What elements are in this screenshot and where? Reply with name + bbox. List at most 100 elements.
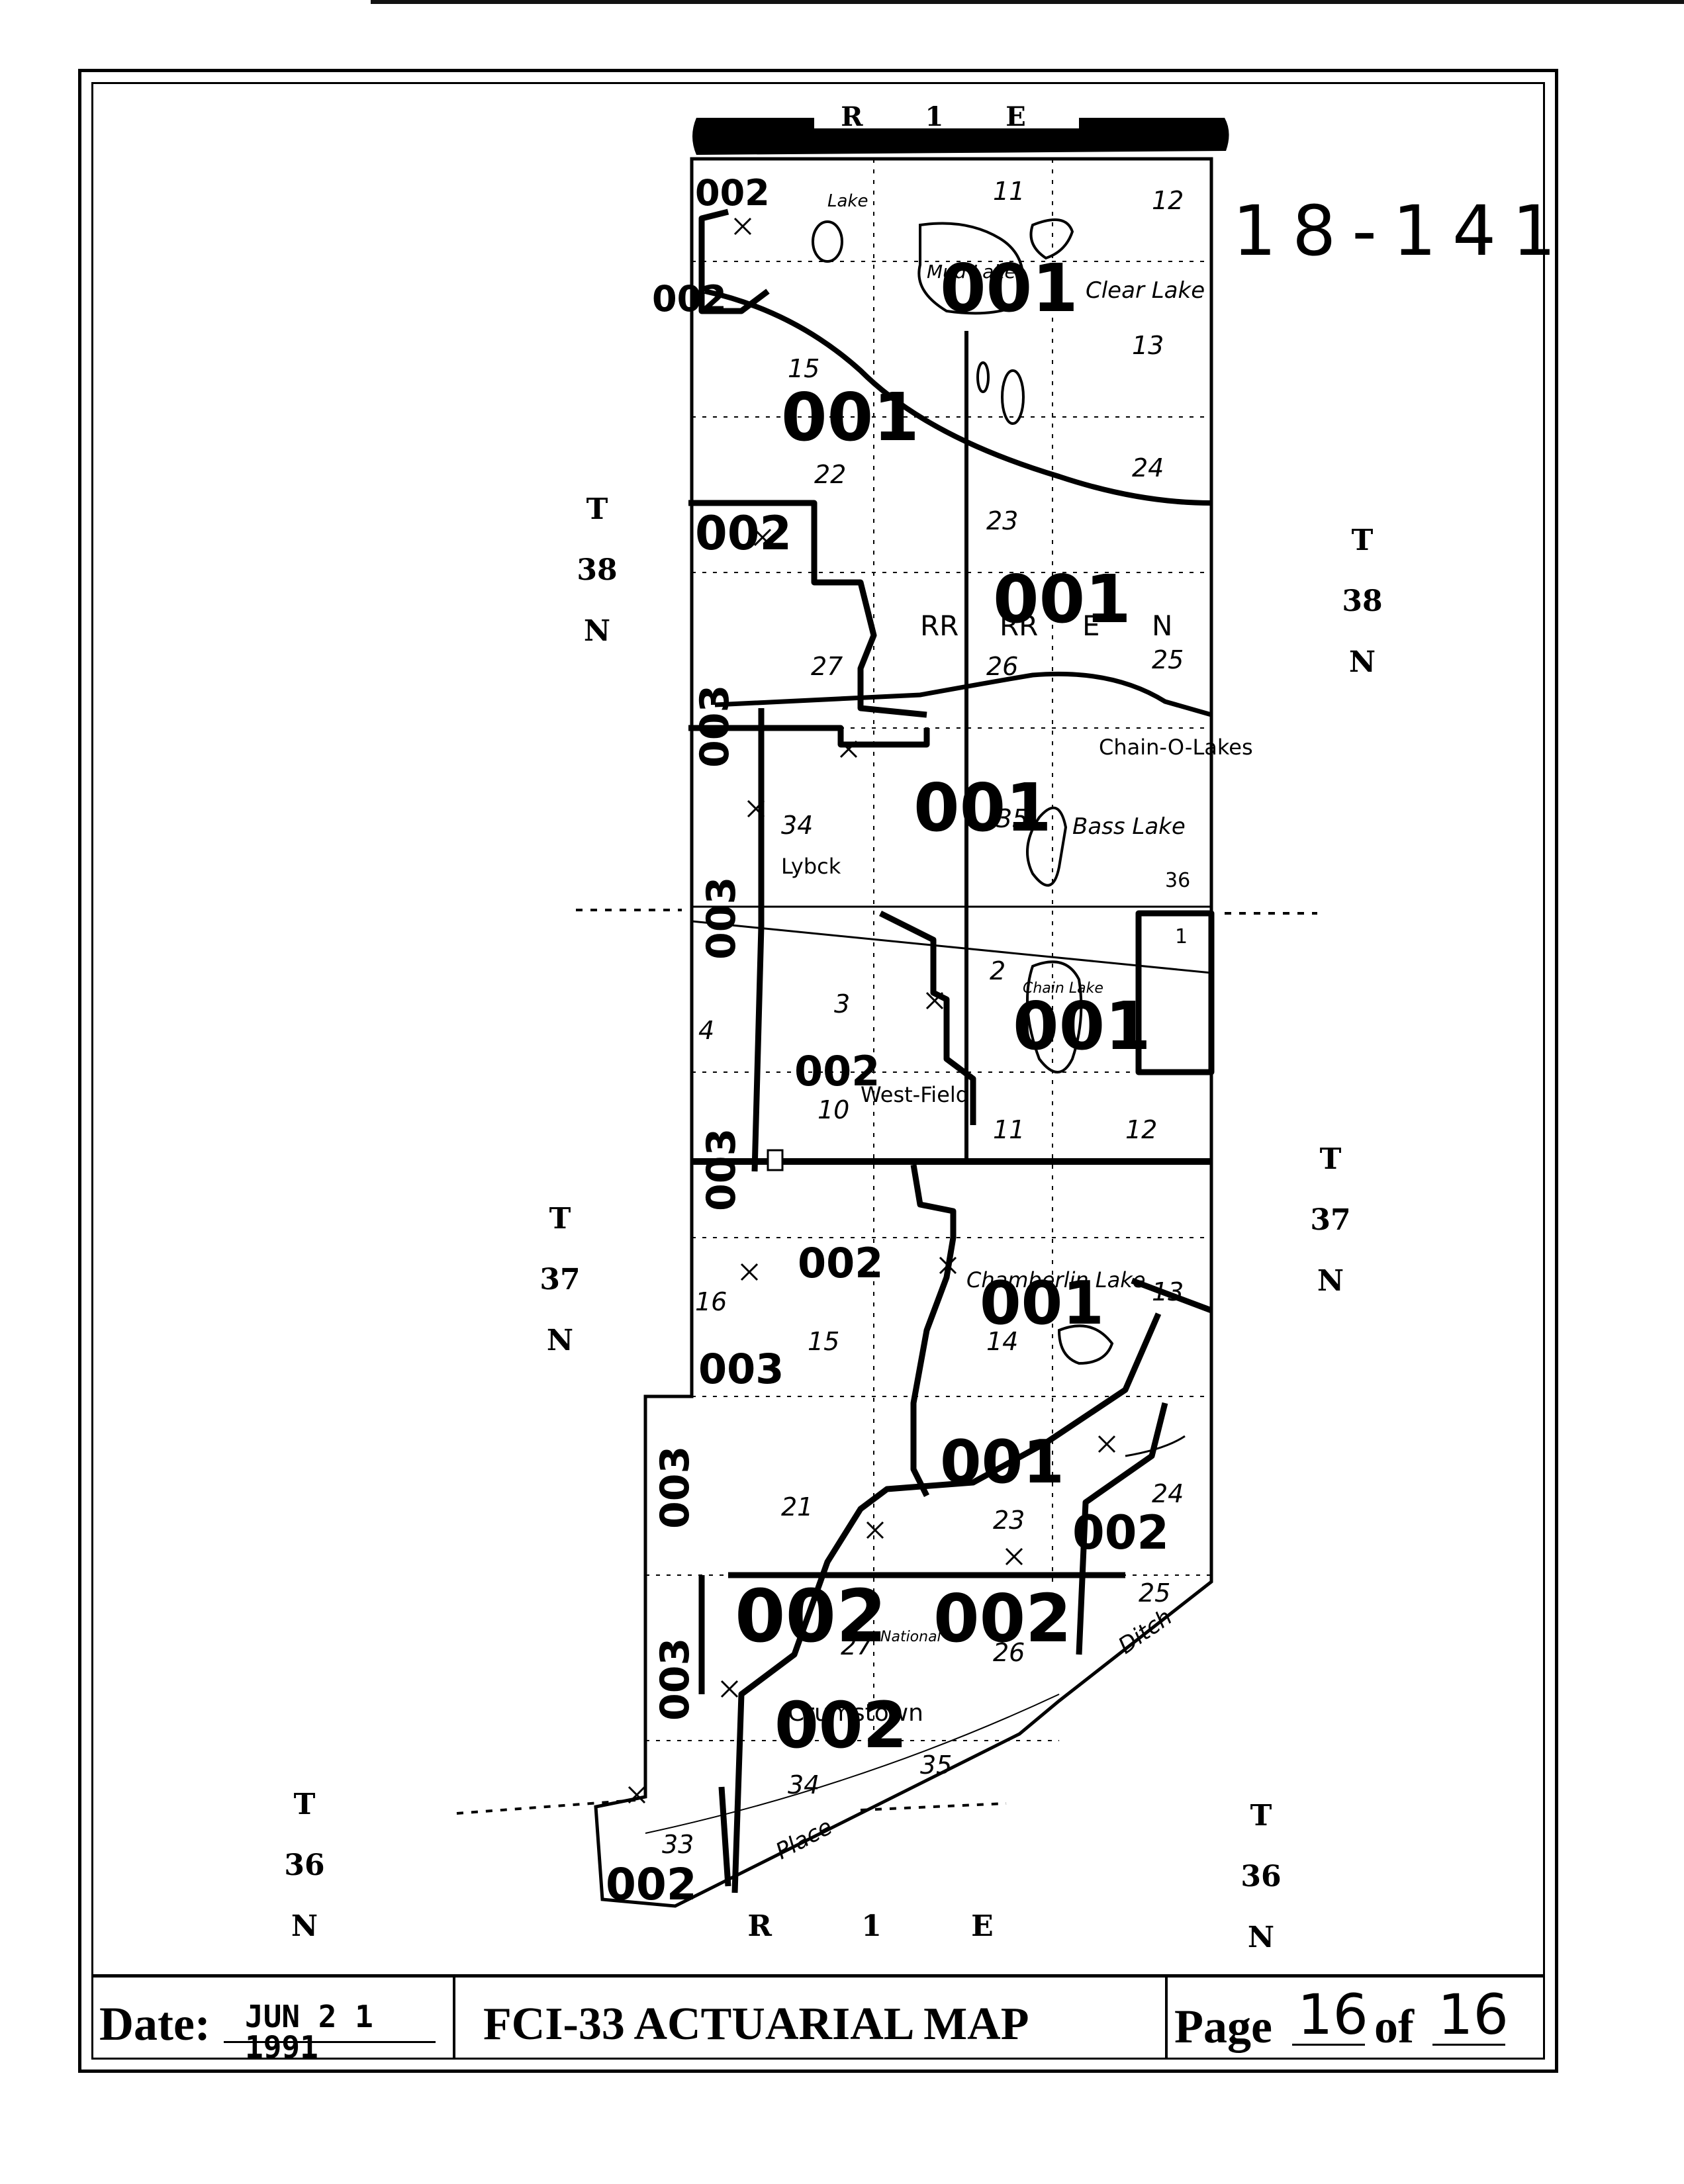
section-number: 11 [993, 1115, 1025, 1144]
date-underline [224, 2041, 436, 2043]
section-number: 34 [781, 811, 813, 840]
section-number: 11 [993, 177, 1025, 206]
section-number: 3 [834, 989, 850, 1019]
zone-code: 001 [993, 561, 1131, 638]
place-clear-lake: Clear Lake [1086, 277, 1205, 304]
page-label: Page [1174, 2000, 1272, 2053]
section-number: 15 [788, 354, 819, 383]
section-number: 23 [993, 1506, 1025, 1535]
township-number: 37 [1310, 1203, 1351, 1237]
township-number: 36 [284, 1848, 325, 1882]
title-block: Date: JUN 2 1 1991 FCI-33 ACTUARIAL MAP … [91, 1974, 1545, 2065]
section-number: 26 [993, 1638, 1025, 1667]
place-lake: Lake [827, 191, 868, 211]
zone-code: 002 [1072, 1506, 1169, 1560]
section-number: 1 [1175, 925, 1188, 948]
township-t: T [1319, 1142, 1342, 1176]
sheet-identifier: 18-141 [1233, 191, 1572, 271]
section-number: 23 [986, 506, 1018, 535]
section-number: 12 [1152, 186, 1184, 215]
zone-code: 002 [606, 1859, 697, 1910]
township-n: N [1317, 1264, 1344, 1298]
township-t: T [549, 1202, 571, 1236]
section-number: 13 [1152, 1277, 1184, 1306]
township-label-right-37: T 37 N [1291, 1145, 1370, 1296]
zone-code: 001 [781, 379, 919, 456]
section-number: 25 [1152, 645, 1184, 674]
place-place: Place [771, 1813, 837, 1865]
section-number: 16 [695, 1287, 727, 1316]
range-bottom-label: R 1 E [747, 1909, 1033, 1943]
zone-code: 003 [652, 1638, 698, 1721]
township-number: 37 [539, 1263, 581, 1297]
page-total: 16 [1438, 1982, 1509, 2047]
label-rr-1: RR [920, 610, 959, 642]
zone-code: 003 [698, 1345, 784, 1393]
zone-code: 001 [940, 1428, 1064, 1497]
outer-frame [78, 69, 1558, 2073]
place-bass-lake: Bass Lake [1072, 813, 1186, 840]
zone-code: 002 [933, 1580, 1072, 1657]
label-e: E [1082, 610, 1100, 642]
township-t: T [1250, 1799, 1272, 1833]
zone-code: 001 [1013, 987, 1151, 1065]
township-label-left-38: T 38 N [557, 495, 637, 646]
zone-code: 002 [774, 1688, 907, 1762]
page-of-label: of [1374, 2000, 1414, 2053]
township-n: N [546, 1324, 574, 1357]
place-chamberlin-lake: Chamberlin Lake [966, 1267, 1145, 1293]
zone-code: 003 [698, 1128, 745, 1211]
date-cell: Date: JUN 2 1 1991 [91, 1978, 455, 2065]
inner-frame [91, 82, 1545, 2060]
section-number: 35 [920, 1751, 952, 1780]
date-label: Date: [99, 1997, 210, 2050]
zone-codes: 002 002 001 001 002 001 001 003 003 001 … [606, 172, 1169, 1910]
section-number: 24 [1132, 453, 1164, 482]
township-n: N [583, 614, 611, 648]
zone-code: 003 [652, 1446, 698, 1529]
section-number: 10 [818, 1095, 849, 1124]
section-number: 33 [662, 1830, 694, 1859]
place-chain-o-lakes: Chain-O-Lakes [1099, 735, 1253, 760]
section-number: 21 [781, 1492, 813, 1522]
township-n: N [1247, 1921, 1275, 1954]
township-t: T [293, 1788, 316, 1821]
zone-code: 002 [735, 1574, 887, 1659]
date-stamp: JUN 2 1 1991 [245, 1999, 373, 2065]
zone-code: 001 [940, 250, 1078, 327]
section-number: 13 [1132, 331, 1164, 360]
zone-code: 001 [913, 769, 1052, 846]
section-number: 4 [698, 1016, 714, 1045]
map-title-cell: FCI-33 ACTUARIAL MAP [455, 1978, 1168, 2060]
section-number: 12 [1125, 1115, 1157, 1144]
section-number: 24 [1152, 1479, 1184, 1508]
township-label-left-37: T 37 N [520, 1205, 600, 1355]
range-header-bar: R 1 E [692, 101, 1229, 155]
zone-code: 002 [695, 506, 792, 561]
label-rr-2: RR [1000, 610, 1038, 642]
page-number: 16 [1297, 1982, 1368, 2047]
township-number: 36 [1240, 1860, 1282, 1893]
zone-code: 002 [798, 1239, 883, 1287]
section-numbers: 11 12 13 15 22 24 23 27 26 25 34 35 36 2… [662, 177, 1190, 1859]
section-number: 15 [808, 1327, 839, 1356]
section-number: 36 [1165, 869, 1190, 892]
section-number: 34 [788, 1770, 819, 1799]
township-t: T [1351, 523, 1374, 557]
township-label-right-38: T 38 N [1323, 526, 1402, 677]
map-title: FCI-33 ACTUARIAL MAP [483, 1999, 1029, 2050]
place-mud-lake: Mud Lake [927, 261, 1016, 283]
map-area [456, 157, 1317, 1908]
section-number: 26 [986, 652, 1018, 681]
place-ditch: Ditch [1113, 1604, 1177, 1659]
scan-edge-line [371, 0, 1684, 4]
range-top-label: R 1 E [841, 101, 1052, 132]
township-number: 38 [577, 553, 618, 587]
township-label-right-36: T 36 N [1221, 1801, 1301, 1952]
township-n: N [1348, 645, 1376, 679]
section-number: 22 [814, 460, 846, 489]
place-national: National [880, 1629, 941, 1645]
page-number-underline [1292, 2044, 1365, 2046]
zone-code: 003 [698, 877, 745, 960]
